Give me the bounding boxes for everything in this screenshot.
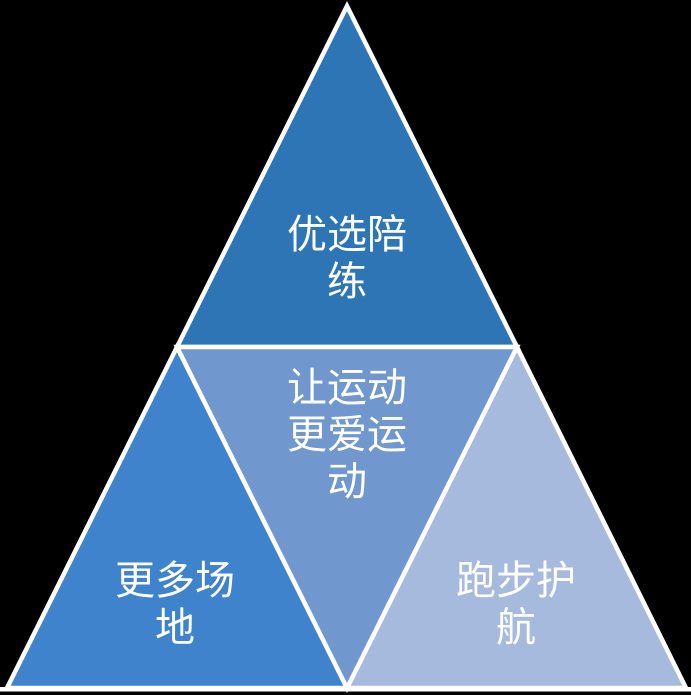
label-line: 航 [496,606,536,650]
pyramid-segment-center [173,344,521,694]
label-line: 地 [155,606,195,650]
pyramid-label-bottom-left: 更多场 地 [65,558,285,652]
pyramid-label-center: 让运动 更爱运 动 [237,365,457,506]
label-line: 练 [327,260,367,304]
pyramid-label-bottom-right: 跑步护 航 [406,558,626,652]
label-line: 优选陪 [287,213,407,257]
label-line: 动 [327,460,367,504]
label-line: 跑步护 [456,559,576,603]
pyramid-label-top: 优选陪 练 [237,212,457,306]
label-line: 更多场 [115,559,235,603]
label-line: 让运动 [287,366,407,410]
bottom-divider-line [0,687,691,692]
label-line: 更爱运 [287,413,407,457]
